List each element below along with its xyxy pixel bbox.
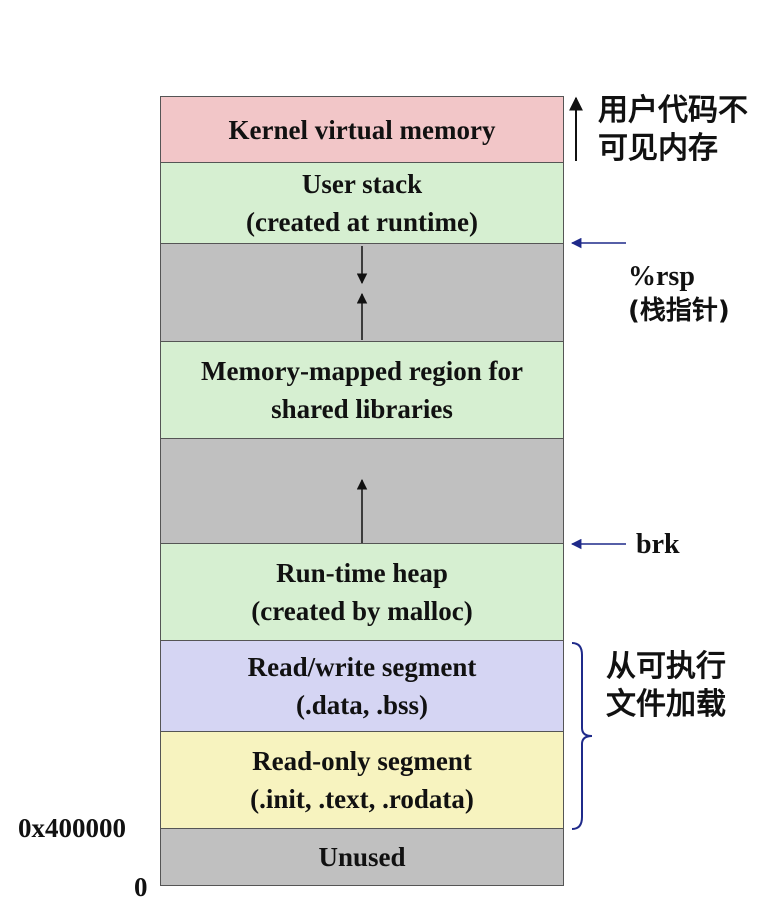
segment-runtime-heap: Run-time heap (created by malloc) — [160, 544, 564, 641]
segment-user-stack: User stack (created at runtime) — [160, 163, 564, 244]
segment-label-shared-libraries: Memory-mapped region for shared librarie… — [201, 356, 523, 424]
segment-unused: Unused — [160, 829, 564, 886]
segment-label-kernel: Kernel virtual memory — [228, 114, 496, 145]
segment-stack-growth-gap — [160, 244, 564, 342]
rsp-pointer-text: %rsp — [628, 261, 695, 292]
loaded-segments-brace — [571, 642, 593, 830]
rsp-pointer-label: %rsp (栈指针) — [628, 226, 730, 362]
segment-label-user-stack: User stack (created at runtime) — [246, 169, 478, 237]
segment-shared-libraries: Memory-mapped region for shared librarie… — [160, 342, 564, 439]
brk-pointer-label: brk — [636, 529, 680, 560]
segment-heap-growth-gap — [160, 439, 564, 544]
segment-label-runtime-heap: Run-time heap (created by malloc) — [251, 558, 473, 626]
segment-label-read-write: Read/write segment (.data, .bss) — [247, 652, 477, 720]
address-0x400000: 0x400000 — [18, 813, 126, 843]
address-zero: 0 — [134, 872, 148, 902]
segment-kernel-virtual-memory: Kernel virtual memory — [160, 96, 564, 163]
loaded-from-executable-note: 从可执行 文件加载 — [606, 649, 726, 722]
kernel-invisible-note: 用户代码不 可见内存 — [598, 93, 748, 166]
segment-read-only: Read-only segment (.init, .text, .rodata… — [160, 732, 564, 829]
rsp-pointer-note: (栈指针) — [628, 296, 730, 326]
segment-read-write: Read/write segment (.data, .bss) — [160, 641, 564, 732]
segment-label-read-only: Read-only segment (.init, .text, .rodata… — [250, 746, 474, 814]
segment-label-unused: Unused — [318, 842, 406, 872]
